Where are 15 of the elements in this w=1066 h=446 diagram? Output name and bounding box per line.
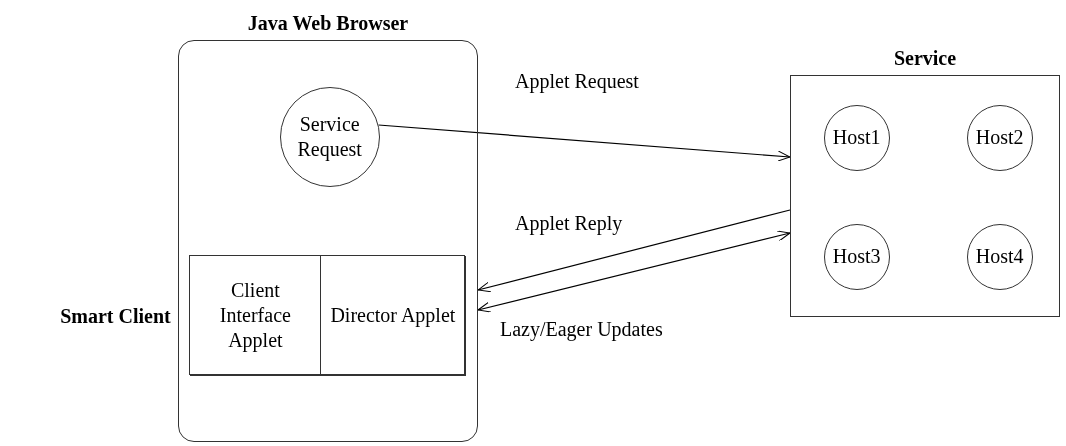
arrow — [477, 209, 791, 293]
applet-box — [189, 255, 322, 376]
node-label: Service Request — [296, 111, 363, 162]
node-label: Director Applet — [329, 302, 457, 328]
applet-box — [321, 255, 466, 376]
node-label: Host3 — [831, 244, 882, 270]
node-label: Host1 — [831, 125, 882, 151]
arrow — [377, 124, 791, 162]
heading: Smart Client — [60, 304, 171, 328]
node-label: Host2 — [974, 125, 1025, 151]
arrow — [477, 230, 791, 313]
node-label: Client Interface Applet — [218, 277, 292, 353]
heading: Java Web Browser — [247, 12, 409, 35]
node-label: Host4 — [974, 244, 1025, 270]
heading: Service — [893, 47, 957, 70]
